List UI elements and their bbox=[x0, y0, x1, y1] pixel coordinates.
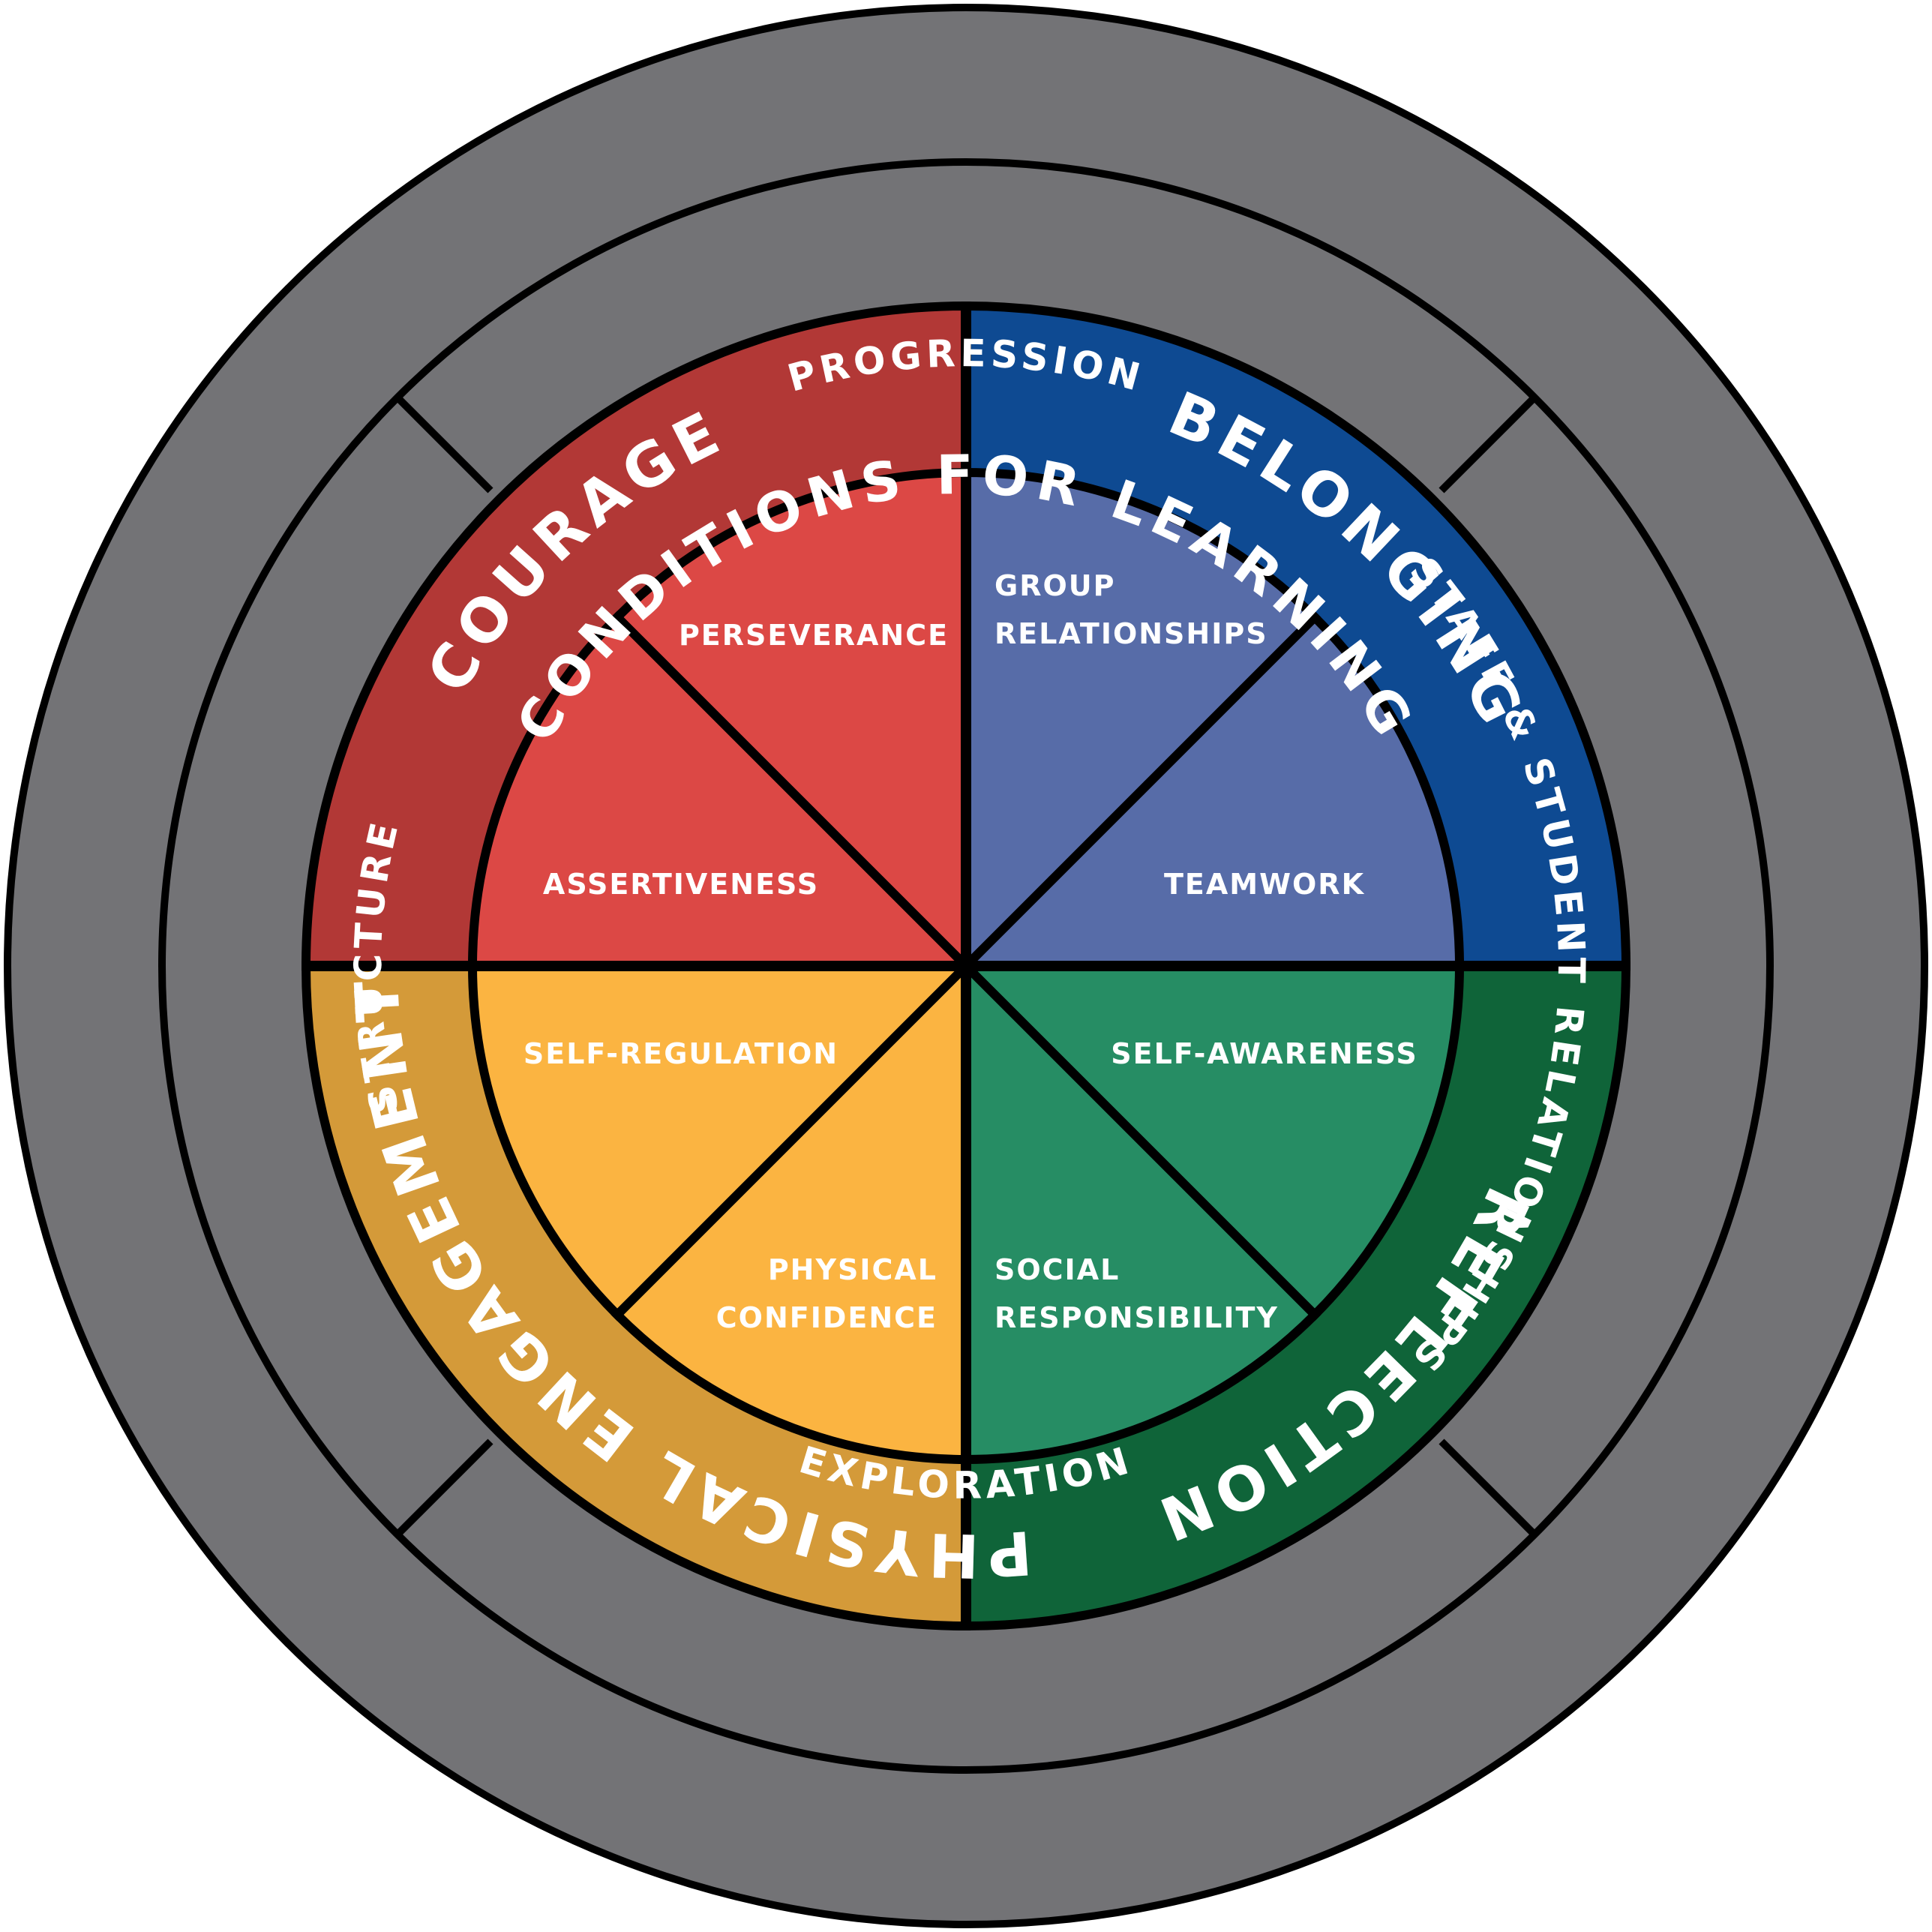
social-responsibility-segment bbox=[962, 955, 1322, 1465]
physical-confidence-segment bbox=[610, 955, 970, 1465]
condition-dividers bbox=[394, 394, 1538, 1538]
group-relationships-segment bbox=[962, 467, 1322, 977]
assertiveness-segment bbox=[467, 610, 977, 970]
label-social: SOCIAL bbox=[994, 1253, 1120, 1286]
label-group: GROUP bbox=[994, 569, 1115, 602]
label-self-awareness: SELF-AWARENESS bbox=[1111, 1037, 1418, 1070]
label-assertiveness: ASSERTIVENESS bbox=[543, 868, 819, 901]
label-relationships: RELATIONSHIPS bbox=[994, 617, 1268, 650]
label-teamwork: TEAMWORK bbox=[1164, 868, 1365, 901]
label-self-regulation: SELF-REGULATION bbox=[524, 1037, 838, 1070]
label-physical: PHYSICAL bbox=[768, 1253, 938, 1286]
perseverance-segment bbox=[610, 467, 970, 977]
label-confidence: CONFIDENCE bbox=[716, 1301, 938, 1334]
self-regulation-segment bbox=[467, 962, 977, 1322]
axis-lines bbox=[306, 306, 1626, 1626]
label-responsibility: RESPONSIBILITY bbox=[994, 1301, 1279, 1334]
self-awareness-segment bbox=[955, 962, 1465, 1322]
teamwork-segment bbox=[955, 610, 1465, 970]
inner-segments bbox=[467, 467, 1465, 1465]
label-perseverance: PERSEVERANCE bbox=[679, 619, 949, 652]
